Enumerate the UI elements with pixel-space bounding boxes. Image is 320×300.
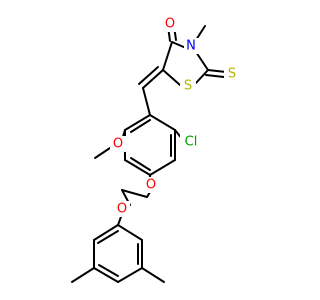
label-bg [184,38,200,54]
atom-label-layer: O N S S Cl O O O [110,16,240,217]
bond-br-inner3 [97,230,119,244]
carbonyl-oxygen-label: O [165,17,175,32]
bond-br4 [93,267,119,283]
bond-ch-aryl [142,87,151,116]
label-bg [110,136,126,152]
thione-sulfur-label: S [228,67,236,82]
bond-ar6 [124,114,151,131]
ring-nitrogen-label: N [186,39,196,54]
bond-ar3 [149,159,176,176]
bond-ome-methyl [94,147,111,159]
bond-br-methyl-left [71,267,95,283]
molecule-structure: O N S S Cl O O O [71,16,240,283]
bond-c2-s1 [195,69,209,84]
bond-ar1 [149,114,176,131]
bond-br3 [117,267,143,283]
methoxy-oxygen-label: O [113,137,123,152]
bond-c4-n3 [171,41,187,49]
bond-br-inner2 [98,264,119,277]
bond-br-methyl-right [141,267,165,283]
label-bg [180,78,196,94]
label-bg [224,66,240,82]
label-bg [114,201,130,217]
ether-oxygen-1-label: O [146,178,156,193]
bond-n3-c2 [195,51,209,71]
bond-br1 [117,224,143,241]
chlorine-label: Cl [185,135,198,150]
label-bg [163,16,177,32]
bond-exo-b [138,66,159,85]
bond-ar4 [124,159,151,176]
bond-br6 [93,224,119,241]
ring-sulfur-label: S [184,79,192,94]
bond-ch2-ch2 [121,189,148,198]
label-bg [143,177,159,193]
label-bg [180,134,202,150]
bond-ar-inner2 [130,157,151,171]
bond-n3-methyl [195,25,206,41]
ether-oxygen-2-label: O [117,202,127,217]
bond-c2-s-a [207,69,227,73]
bond-layer [71,25,227,283]
bond-c5-c4 [162,41,173,71]
bond-c2-s-b [205,74,225,78]
bond-s1-c5 [162,69,181,86]
bond-ar-inner3 [130,119,151,133]
bond-exo-a [142,69,164,89]
